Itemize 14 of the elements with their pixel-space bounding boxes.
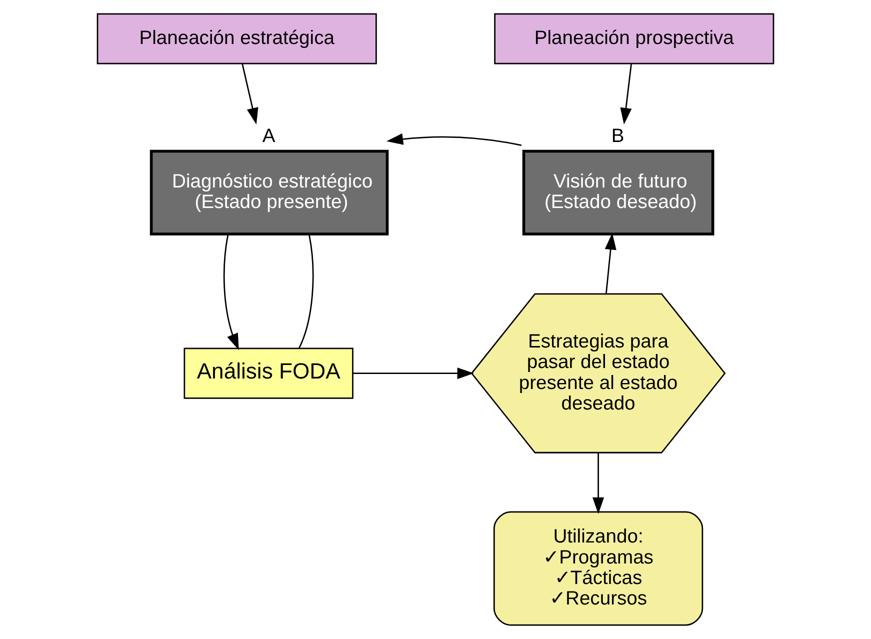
arrow [620, 64, 632, 125]
node-label: B [611, 126, 624, 147]
arrow [223, 235, 239, 350]
arrow [604, 233, 616, 294]
arrow [242, 64, 258, 124]
node-box: Utilizando: ✓Programas ✓Tácticas ✓Recursos [493, 511, 704, 626]
connector [298, 235, 314, 348]
node-box: Planeación prospectiva [494, 13, 774, 64]
node-label: A [262, 126, 276, 147]
node-box: Planeación estratégica [96, 13, 377, 64]
arrow [352, 368, 474, 380]
arrow [592, 452, 604, 514]
arrow [386, 133, 522, 146]
node-box: Análisis FODA [184, 348, 354, 399]
